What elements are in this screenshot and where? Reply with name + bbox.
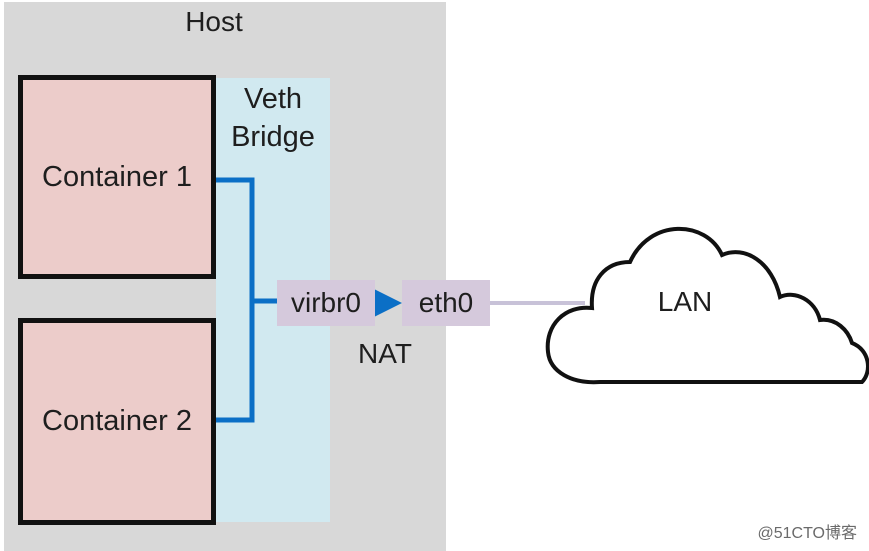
veth-link-container-2	[210, 301, 255, 423]
lan-label: LAN	[657, 286, 713, 317]
container-2: Container 2	[18, 318, 216, 525]
eth0-interface: eth0	[402, 280, 490, 326]
virbr0-interface: virbr0	[277, 280, 375, 326]
veth-bridge-label: Veth Bridge	[216, 80, 330, 156]
veth-link-container-1	[210, 177, 255, 301]
container-1: Container 1	[18, 75, 216, 279]
watermark: @51CTO博客	[757, 525, 857, 542]
eth0-label: eth0	[418, 287, 474, 318]
host-label: Host	[185, 6, 243, 37]
container-2-label: Container 2	[42, 405, 192, 437]
veth-label-line1: Veth	[243, 83, 303, 115]
container-1-label: Container 1	[42, 160, 192, 193]
nat-label: NAT	[358, 338, 412, 369]
veth-label-line2: Bridge	[231, 121, 315, 153]
lan-cloud-icon	[545, 226, 869, 385]
virbr0-label: virbr0	[290, 287, 361, 318]
nat-arrow-icon	[374, 289, 402, 317]
